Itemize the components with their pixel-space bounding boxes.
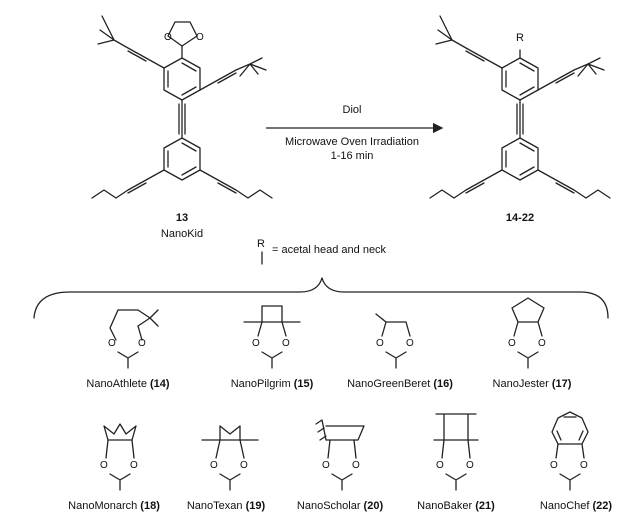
oxygen-atom-label: O <box>376 338 384 349</box>
variant-label-nanogreenberet: NanoGreenBeret (16) <box>347 378 453 390</box>
oxygen-atom-label: O <box>580 460 588 471</box>
conditions-line-1: Microwave Oven Irradiation <box>285 136 419 148</box>
oxygen-atom-label: O <box>130 460 138 471</box>
structure-nanomonarch: O O <box>100 423 138 491</box>
r-group-definition: = acetal head and neck <box>272 244 387 256</box>
grouping-brace <box>33 277 609 319</box>
reagent-label: Diol <box>342 104 362 116</box>
oxygen-atom-label: O <box>100 460 108 471</box>
oxygen-atom-label: O <box>164 32 172 43</box>
oxygen-atom-label: O <box>352 460 360 471</box>
structure-nanogreenberet: O O <box>375 313 414 369</box>
variant-label-nanomonarch: NanoMonarch (18) <box>68 500 160 512</box>
structure-nanochef: O O <box>550 411 589 491</box>
reactant-name: NanoKid <box>160 228 204 240</box>
oxygen-atom-label: O <box>436 460 444 471</box>
oxygen-atom-label: O <box>466 460 474 471</box>
r-group-symbol: R <box>257 238 265 250</box>
structure-nanoscholar: O O <box>315 419 365 491</box>
product-r-atom-label: R <box>516 32 524 44</box>
structure-nanoathlete: O O <box>108 309 159 369</box>
variant-label-nanopilgrim: NanoPilgrim (15) <box>230 378 314 390</box>
oxygen-atom-label: O <box>282 338 290 349</box>
variant-label-nanoathlete: NanoAthlete (14) <box>86 378 170 390</box>
oxygen-atom-label: O <box>322 460 330 471</box>
oxygen-atom-label: O <box>196 32 204 43</box>
structure-nanobaker: O O <box>433 413 479 491</box>
structure-nanopilgrim: O O <box>243 305 301 369</box>
oxygen-atom-label: O <box>508 338 516 349</box>
variant-label-nanochef: NanoChef (22) <box>539 500 613 512</box>
variant-label-nanoscholar: NanoScholar (20) <box>296 500 384 512</box>
oxygen-atom-label: O <box>240 460 248 471</box>
oxygen-atom-label: O <box>252 338 260 349</box>
product-structure-14-22 <box>429 15 611 199</box>
product-number: 14-22 <box>505 212 535 224</box>
variant-label-nanojester: NanoJester (17) <box>492 378 572 390</box>
conditions-line-2: 1-16 min <box>330 150 374 162</box>
oxygen-atom-label: O <box>550 460 558 471</box>
oxygen-atom-label: O <box>538 338 546 349</box>
structure-nanotexan: O O <box>201 425 259 491</box>
structure-nanojester: O O <box>508 297 546 369</box>
oxygen-atom-label: O <box>108 338 116 349</box>
oxygen-atom-label: O <box>138 338 146 349</box>
oxygen-atom-label: O <box>210 460 218 471</box>
reactant-number: 13 <box>175 212 189 224</box>
variant-label-nanotexan: NanoTexan (19) <box>186 500 266 512</box>
oxygen-atom-label: O <box>406 338 414 349</box>
variant-label-nanobaker: NanoBaker (21) <box>417 500 495 512</box>
reactant-structure-13: O O <box>91 15 273 199</box>
